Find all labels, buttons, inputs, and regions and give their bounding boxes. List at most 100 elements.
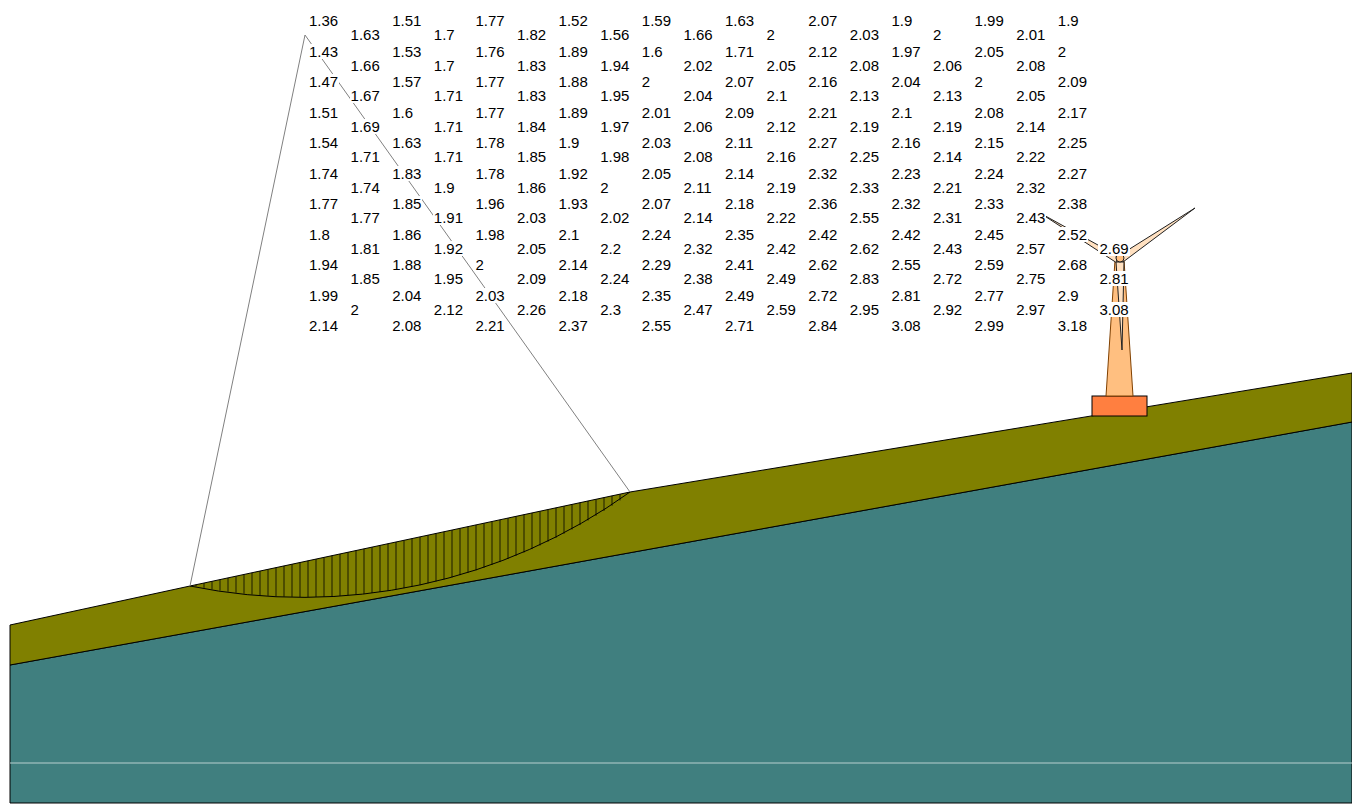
turbine-blade	[1040, 213, 1117, 263]
safety-factor: 1.93	[558, 196, 589, 211]
safety-factor: 2.32	[1015, 180, 1046, 195]
safety-factor: 1.9	[433, 180, 456, 195]
hatch-stroke	[444, 532, 445, 580]
safety-factor: 2	[766, 27, 776, 42]
safety-factor: 2.14	[1015, 119, 1046, 134]
safety-factor: 2.27	[807, 135, 838, 150]
safety-factor: 1.76	[474, 44, 505, 59]
hatch-stroke	[284, 566, 285, 597]
safety-factor: 2.14	[558, 257, 589, 272]
safety-factor: 2.1	[766, 88, 789, 103]
hatch-stroke	[548, 510, 549, 542]
safety-factor: 1.7	[433, 58, 456, 73]
safety-factor: 2.03	[641, 135, 672, 150]
safety-factor: 1.54	[308, 135, 339, 150]
safety-factor: 2.12	[766, 119, 797, 134]
radius-line	[190, 35, 305, 586]
hatch-stroke	[500, 520, 501, 562]
safety-factor: 2.97	[1015, 302, 1046, 317]
safety-factor: 2.43	[1015, 210, 1046, 225]
safety-factor: 1.91	[433, 210, 464, 225]
safety-factor: 1.71	[350, 149, 381, 164]
safety-factor: 2.16	[890, 135, 921, 150]
safety-factor: 1.86	[391, 227, 422, 242]
safety-factor: 2.38	[1057, 196, 1088, 211]
radius-line	[305, 35, 630, 492]
safety-factor: 2.07	[724, 74, 755, 89]
hatch-stroke	[420, 537, 421, 585]
safety-factor: 2.25	[1057, 135, 1088, 150]
safety-factor: 2.19	[766, 180, 797, 195]
hatch-stroke	[572, 504, 573, 529]
safety-factor: 2.81	[1098, 271, 1129, 286]
safety-factor: 2.23	[890, 166, 921, 181]
hatch-stroke	[516, 516, 517, 556]
safety-factor: 1.57	[391, 74, 422, 89]
safety-factor: 1.86	[516, 180, 547, 195]
safety-factor: 1.89	[558, 105, 589, 120]
safety-factor: 2.14	[932, 149, 963, 164]
hatch-stroke	[260, 571, 261, 595]
safety-factor: 1.78	[474, 166, 505, 181]
soil-layer	[10, 373, 1352, 665]
hatch-stroke	[396, 542, 397, 590]
safety-factor: 1.74	[350, 180, 381, 195]
hatch-stroke	[452, 530, 453, 577]
safety-factor: 2	[932, 27, 942, 42]
water-table	[10, 763, 1352, 764]
safety-factor: 3.08	[1098, 302, 1129, 317]
safety-factor: 2.29	[641, 257, 672, 272]
hatch-stroke	[412, 539, 413, 587]
safety-factor: 1.77	[350, 210, 381, 225]
safety-factor: 2.25	[849, 149, 880, 164]
safety-factor: 2.52	[1057, 227, 1088, 242]
safety-factor: 1.98	[474, 227, 505, 242]
safety-factor: 2.32	[807, 166, 838, 181]
safety-factor: 2.62	[849, 241, 880, 256]
safety-factor: 1.51	[308, 105, 339, 120]
safety-factor: 1.95	[433, 271, 464, 286]
hatch-stroke	[332, 556, 333, 597]
safety-factor: 1.9	[558, 135, 581, 150]
hatch-stroke	[388, 544, 389, 591]
hatch-stroke	[228, 578, 229, 592]
safety-factor: 2.43	[932, 241, 963, 256]
safety-factor: 2.59	[974, 257, 1005, 272]
safety-factor: 1.99	[974, 13, 1005, 28]
safety-factor: 1.71	[433, 88, 464, 103]
safety-factor: 2.09	[724, 105, 755, 120]
safety-factor: 2.03	[516, 210, 547, 225]
safety-factor: 2.33	[849, 180, 880, 195]
safety-factor: 2.35	[724, 227, 755, 242]
safety-factor: 2.09	[1057, 74, 1088, 89]
hatch-stroke	[492, 521, 493, 564]
safety-factor: 1.8	[308, 227, 331, 242]
safety-factor: 1.99	[308, 288, 339, 303]
safety-factor: 1.71	[433, 119, 464, 134]
safety-factor: 1.67	[350, 88, 381, 103]
safety-factor: 2.15	[974, 135, 1005, 150]
safety-factor: 1.6	[391, 105, 414, 120]
safety-factor: 1.98	[599, 149, 630, 164]
safety-factor: 1.9	[1057, 13, 1080, 28]
safety-factor: 2.32	[682, 241, 713, 256]
safety-factor: 2.57	[1015, 241, 1046, 256]
slice-hatching	[196, 494, 620, 597]
safety-factor: 2.72	[807, 288, 838, 303]
safety-factor: 2.84	[807, 318, 838, 333]
safety-factor: 2.19	[932, 119, 963, 134]
safety-factor: 2.07	[807, 13, 838, 28]
safety-factor: 2.36	[807, 196, 838, 211]
safety-factor: 1.94	[308, 257, 339, 272]
safety-factor: 2.08	[682, 149, 713, 164]
safety-factor: 2.99	[974, 318, 1005, 333]
safety-factor: 2.62	[807, 257, 838, 272]
hatch-stroke	[580, 503, 581, 525]
safety-factor: 2.12	[807, 44, 838, 59]
hatch-stroke	[556, 508, 557, 538]
safety-factor: 2.68	[1057, 257, 1088, 272]
hatch-stroke	[364, 549, 365, 594]
safety-factor: 1.51	[391, 13, 422, 28]
safety-factor: 1.85	[391, 196, 422, 211]
